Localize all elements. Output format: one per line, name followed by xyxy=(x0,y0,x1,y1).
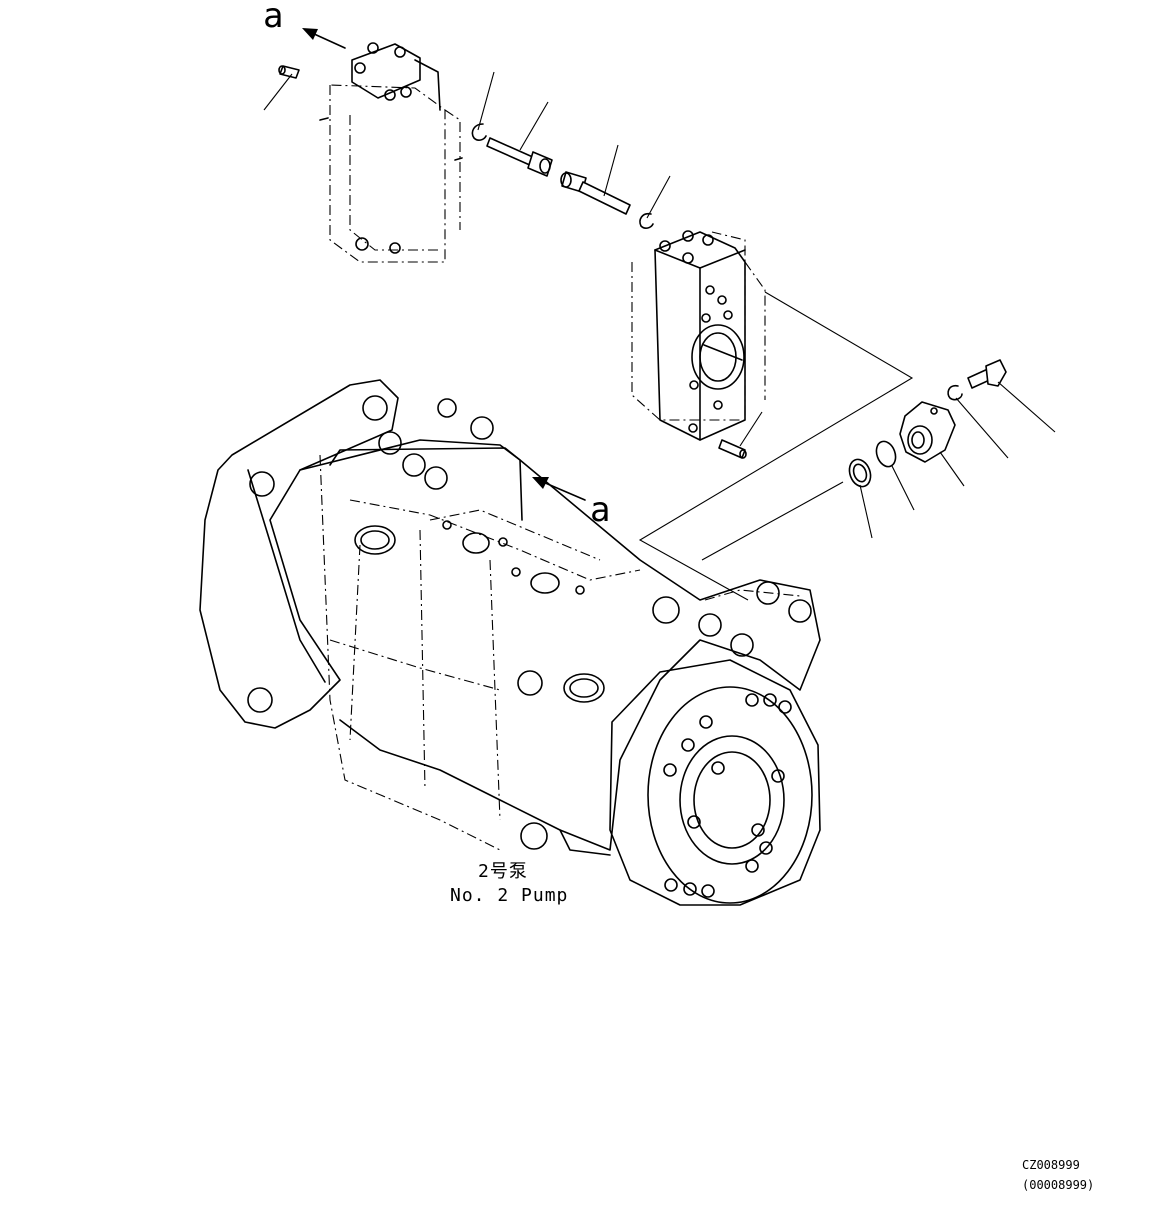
view-arrow-mid xyxy=(532,477,586,501)
valve-block-right xyxy=(631,230,766,441)
pump-label-en: No. 2 Pump xyxy=(450,885,569,906)
view-arrow-top xyxy=(302,28,346,49)
hex-bolt xyxy=(967,359,1056,433)
snap-ring-2 xyxy=(639,175,671,229)
pin-right xyxy=(718,411,763,459)
pump-label-jp: 2号泵 xyxy=(478,861,528,882)
drawing-code-secondary: (00008999) xyxy=(1022,1178,1095,1192)
view-ref-mid: a xyxy=(590,490,611,530)
bolt-1 xyxy=(486,101,553,177)
snap-ring-1 xyxy=(471,71,495,141)
leader-lines xyxy=(638,291,914,601)
seal-ring xyxy=(848,458,873,539)
valve-block-upper xyxy=(319,42,463,263)
washer xyxy=(947,384,1009,459)
pump-body xyxy=(199,379,821,906)
drawing-code: CZ008999 xyxy=(1022,1158,1080,1172)
bolt-2 xyxy=(560,144,631,215)
o-ring xyxy=(875,440,915,511)
pin-upper xyxy=(263,65,300,111)
flange-cover xyxy=(899,401,965,487)
view-ref-top: a xyxy=(263,0,284,36)
